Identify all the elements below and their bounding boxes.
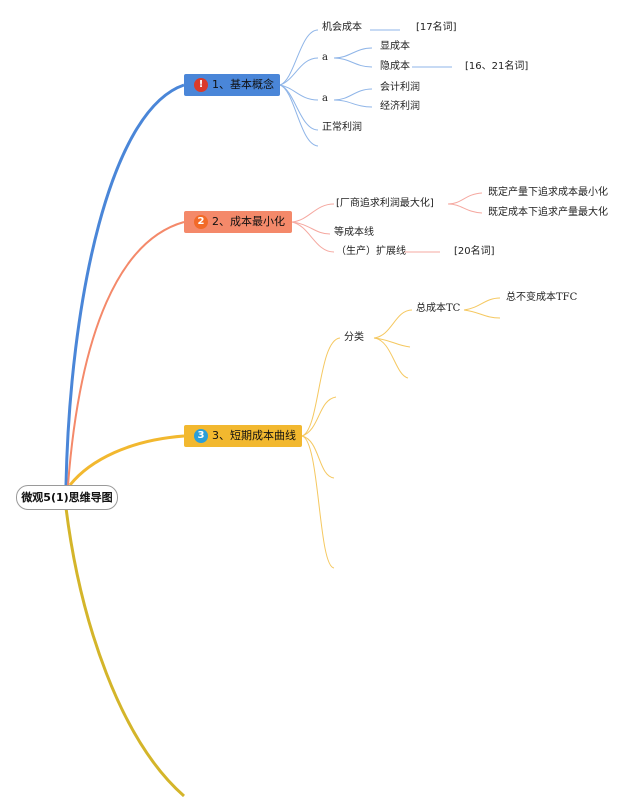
connector-root-branch1 xyxy=(64,83,185,486)
node-isocost-line[interactable]: 等成本线 xyxy=(334,227,374,238)
node-a-profits[interactable]: a xyxy=(322,93,328,104)
node-classification[interactable]: 分类 xyxy=(344,332,364,343)
node-max-output-given-cost[interactable]: 既定成本下追求产量最大化 xyxy=(488,207,608,218)
branch-cost-minimization[interactable]: 2 2、成本最小化 xyxy=(184,211,292,233)
node-total-fixed-cost[interactable]: 总不变成本TFC xyxy=(506,292,578,303)
note-expansion-path: [20名词] xyxy=(454,246,495,257)
note-implicit-cost: [16、21名词] xyxy=(465,61,529,72)
node-explicit-cost[interactable]: 显成本 xyxy=(380,41,410,52)
connector-root-tail xyxy=(64,507,185,798)
node-normal-profit[interactable]: 正常利润 xyxy=(322,122,362,133)
node-expansion-path[interactable]: （生产）扩展线 xyxy=(336,246,406,257)
node-a-costs[interactable]: a xyxy=(322,52,328,63)
connector-root-branch2 xyxy=(67,221,185,486)
node-min-cost-given-output[interactable]: 既定产量下追求成本最小化 xyxy=(488,187,608,198)
number-3-icon: 3 xyxy=(194,429,208,443)
node-implicit-cost[interactable]: 隐成本 xyxy=(380,61,410,72)
node-economic-profit[interactable]: 经济利润 xyxy=(380,101,420,112)
branch-label: 3、短期成本曲线 xyxy=(212,429,296,442)
branch-short-run-cost-curves[interactable]: 3 3、短期成本曲线 xyxy=(184,425,302,447)
node-accounting-profit[interactable]: 会计利润 xyxy=(380,82,420,93)
root-node[interactable]: 微观5(1)思维导图 xyxy=(16,485,118,510)
connector-root-branch3 xyxy=(68,434,185,486)
branch-label: 2、成本最小化 xyxy=(212,215,285,228)
note-opportunity-cost: [17名词] xyxy=(416,22,457,33)
node-total-cost[interactable]: 总成本TC xyxy=(416,303,461,314)
exclamation-icon: ! xyxy=(194,78,208,92)
node-firm-goal[interactable]: [厂商追求利润最大化] xyxy=(336,198,434,209)
node-opportunity-cost[interactable]: 机会成本 xyxy=(322,22,362,33)
branch-basic-concepts[interactable]: ! 1、基本概念 xyxy=(184,74,280,96)
branch-label: 1、基本概念 xyxy=(212,78,274,91)
number-2-icon: 2 xyxy=(194,215,208,229)
